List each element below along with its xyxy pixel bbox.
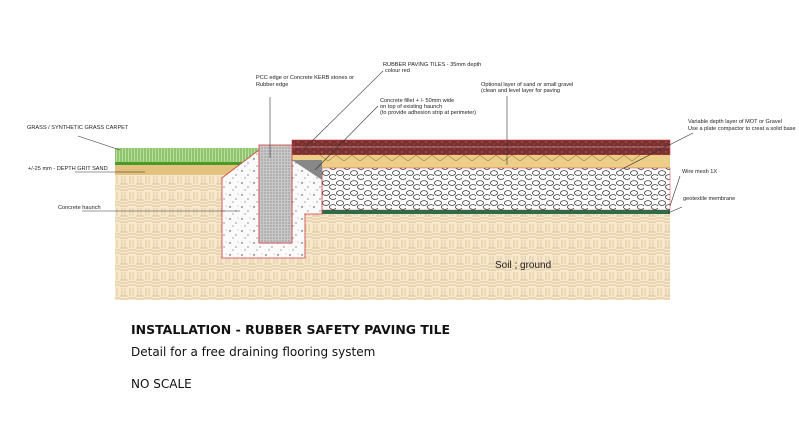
caption-subtitle: Detail for a free draining flooring syst… xyxy=(131,345,376,359)
gravel-layer xyxy=(321,167,671,211)
caption-title: INSTALLATION - RUBBER SAFETY PAVING TILE xyxy=(131,322,451,337)
sand-layer xyxy=(292,155,670,168)
concrete-fillet xyxy=(292,160,322,180)
label-haunch: Concrete haunch xyxy=(58,205,101,211)
caption-scale: NO SCALE xyxy=(131,377,192,391)
grass-base-line xyxy=(115,162,260,165)
rubber-tile-layer xyxy=(291,139,671,156)
label-grass: GRASS / SYNTHETIC GRASS CARPET xyxy=(27,125,129,131)
label-wire-mesh: Wire mesh 1X xyxy=(682,169,717,175)
geotextile-membrane xyxy=(305,210,670,214)
label-sand-layer: Optional layer of sand or small gravel(c… xyxy=(481,82,573,94)
leader-lines xyxy=(75,70,694,214)
grass-layer xyxy=(115,148,260,163)
sand-zigzag xyxy=(319,154,641,162)
label-geotextile: geotextile membrane xyxy=(683,196,735,202)
kerb-stone xyxy=(258,144,293,244)
label-soil: Soil ; ground xyxy=(495,260,551,271)
label-grit-sand: +/-25 mm - DEPTH GRIT SAND xyxy=(28,166,108,172)
grit-sand-layer xyxy=(115,165,260,175)
